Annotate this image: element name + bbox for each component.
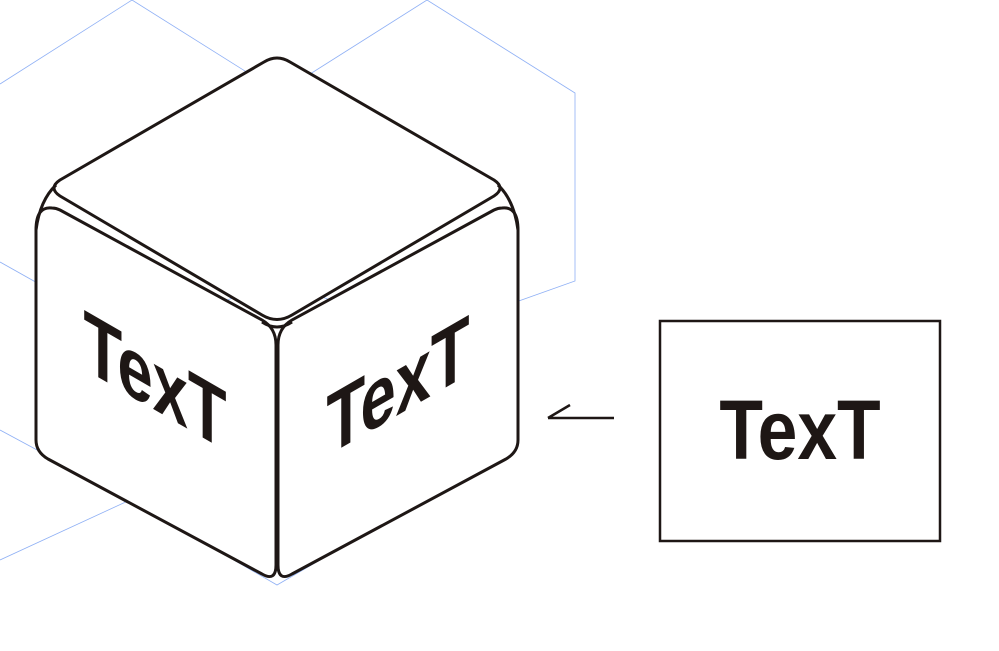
source-box-text: TexT — [719, 382, 880, 477]
source-text-box: TexT — [658, 319, 942, 543]
cube-top-face — [52, 56, 502, 321]
arrow-left-icon — [547, 403, 614, 420]
isometric-cube: TexT TexT — [34, 56, 520, 578]
